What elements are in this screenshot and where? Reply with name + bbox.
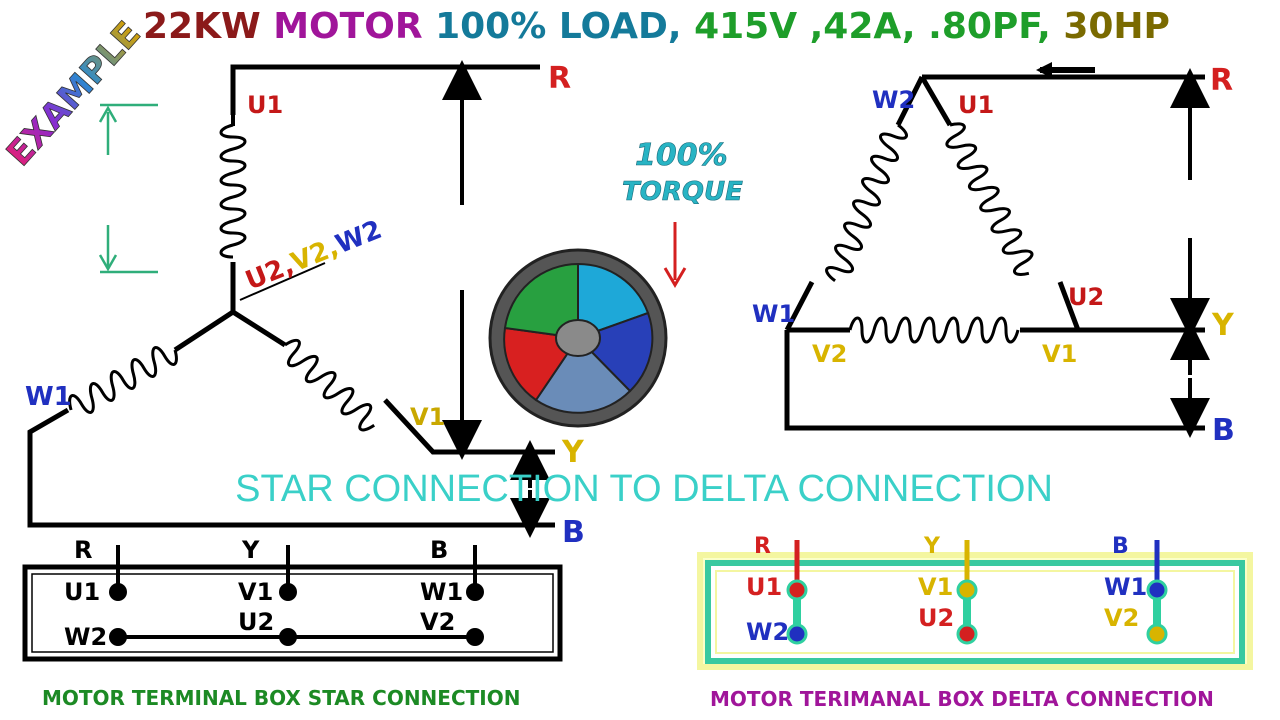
delta-coil-u xyxy=(945,122,1034,276)
star-v1-label: V1 xyxy=(410,403,445,431)
star-terminal-box xyxy=(22,545,563,662)
delta-box-w2: W2 xyxy=(746,618,789,646)
star-u1-label: U1 xyxy=(247,91,283,119)
headline: STAR CONNECTION TO DELTA CONNECTION xyxy=(235,468,1053,510)
delta-u2-label: U2 xyxy=(1068,283,1104,311)
delta-box-u1: U1 xyxy=(746,573,782,601)
delta-r-label: R xyxy=(1210,63,1233,98)
title-part: 30HP xyxy=(1051,6,1170,47)
star-box-phase-b: B xyxy=(430,536,448,564)
title-part: 415V ,42A, xyxy=(682,6,916,47)
delta-b-label: B xyxy=(1212,413,1235,448)
delta-box-phase-r: R xyxy=(754,534,771,559)
star-box-caption: MOTOR TERMINAL BOX STAR CONNECTION xyxy=(42,686,520,710)
delta-y-label: Y xyxy=(1211,308,1235,343)
star-box-v1: V1 xyxy=(238,578,273,606)
title-part: MOTOR xyxy=(261,6,423,47)
delta-w2-label: W2 xyxy=(872,86,915,114)
star-r-label: R xyxy=(548,61,571,96)
title-part: 22KW xyxy=(143,6,261,47)
torque-label: TORQUE xyxy=(622,177,743,207)
delta-box-phase-b: B xyxy=(1112,534,1129,559)
delta-box-w1: W1 xyxy=(1104,573,1147,601)
star-y-label: Y xyxy=(561,435,585,470)
star-coil-u xyxy=(219,123,247,259)
star-coil-w xyxy=(68,346,178,414)
green-dimension xyxy=(100,103,158,274)
star-box-phase-y: Y xyxy=(241,536,260,564)
star-box-phase-r: R xyxy=(74,536,92,564)
motor-rotor-icon xyxy=(488,248,668,428)
delta-box-phase-y: Y xyxy=(923,534,941,559)
example-label: EXAMPLE xyxy=(0,14,149,174)
title-part: 100% LOAD, xyxy=(423,6,682,47)
delta-box-caption: MOTOR TERIMANAL BOX DELTA CONNECTION xyxy=(710,687,1214,711)
delta-box-u2: U2 xyxy=(918,604,954,632)
delta-v1-label: V1 xyxy=(1042,340,1077,368)
star-box-u1: U1 xyxy=(64,578,100,606)
delta-coil-v xyxy=(848,316,1020,344)
delta-coil-w xyxy=(825,123,908,282)
delta-box-v1: V1 xyxy=(918,573,953,601)
torque-percent: 100% xyxy=(635,138,728,173)
star-box-w1: W1 xyxy=(420,578,463,606)
star-box-v2: V2 xyxy=(420,608,455,636)
delta-v2-label: V2 xyxy=(812,340,847,368)
delta-terminal-box xyxy=(697,540,1253,670)
star-b-label: B xyxy=(562,515,585,550)
delta-w1-label: W1 xyxy=(752,300,795,328)
star-w1-label: W1 xyxy=(25,382,72,412)
title-part: .80PF, xyxy=(916,6,1051,47)
star-coil-v xyxy=(284,338,376,432)
delta-diagram xyxy=(784,74,1205,431)
title: 22KW MOTOR 100% LOAD, 415V ,42A, .80PF, … xyxy=(143,6,1170,47)
delta-u1-label: U1 xyxy=(958,91,994,119)
star-voltage-arrows xyxy=(442,60,550,538)
star-box-u2: U2 xyxy=(238,608,274,636)
star-neutral-label: U2,V2,W2 xyxy=(241,215,386,297)
star-box-w2: W2 xyxy=(64,623,107,651)
delta-box-v2: V2 xyxy=(1104,604,1139,632)
